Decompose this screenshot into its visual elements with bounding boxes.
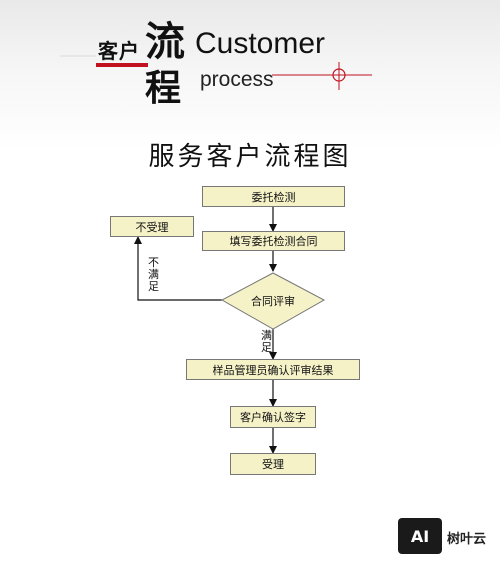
page-title: 服务客户流程图 xyxy=(148,142,352,172)
header-cn-big-2: 程 xyxy=(145,67,182,109)
header-en-line-2: process xyxy=(200,68,274,91)
label-satisfied: 满足 xyxy=(261,329,272,354)
watermark-logo: AI xyxy=(398,518,442,554)
arrow-decision-reject xyxy=(134,236,222,301)
header-decoration xyxy=(60,55,372,90)
step-fill-contract: 填写委托检测合同 xyxy=(202,231,345,251)
header-cn-small: 客户 xyxy=(98,39,140,63)
header-red-bar xyxy=(96,63,148,67)
step-customer-sign: 客户确认签字 xyxy=(230,406,316,428)
watermark-brand: 树叶云 xyxy=(447,532,487,547)
label-not-satisfied: 不满足 xyxy=(148,256,159,293)
step-confirm-result: 样品管理员确认评审结果 xyxy=(186,359,360,380)
decision-label: 合同评审 xyxy=(251,295,295,308)
header-cn-big-1: 流 xyxy=(145,18,185,65)
step-reject: 不受理 xyxy=(110,216,194,237)
header-en-line-1: Customer xyxy=(195,27,326,60)
step-accept: 受理 xyxy=(230,453,316,475)
step-entrust-test: 委托检测 xyxy=(202,186,345,207)
decision-diamond xyxy=(220,272,326,330)
